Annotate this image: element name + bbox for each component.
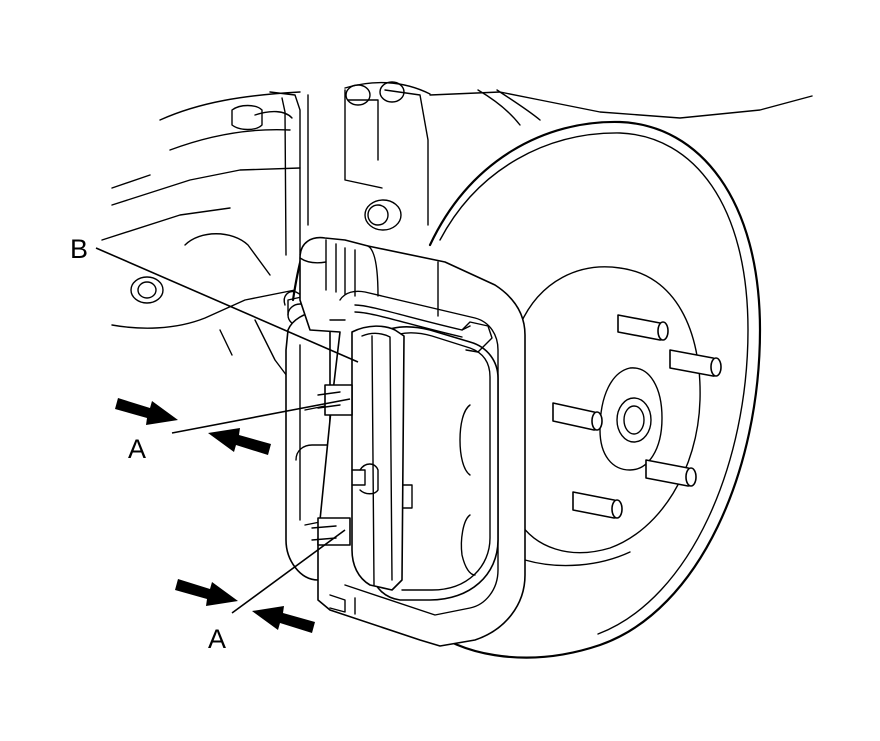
leader-lines xyxy=(95,247,359,614)
brake-rotor xyxy=(428,120,762,659)
label-a-lower: A xyxy=(208,624,226,654)
label-b: B xyxy=(70,234,88,264)
brake-pad-inner xyxy=(351,325,405,591)
pad-retaining-clips xyxy=(311,384,353,546)
wheel-studs xyxy=(552,314,722,519)
pad-spring xyxy=(354,304,493,353)
suspension-background xyxy=(101,81,813,381)
arrow-icon xyxy=(115,398,315,633)
label-a-upper: A xyxy=(128,434,146,464)
